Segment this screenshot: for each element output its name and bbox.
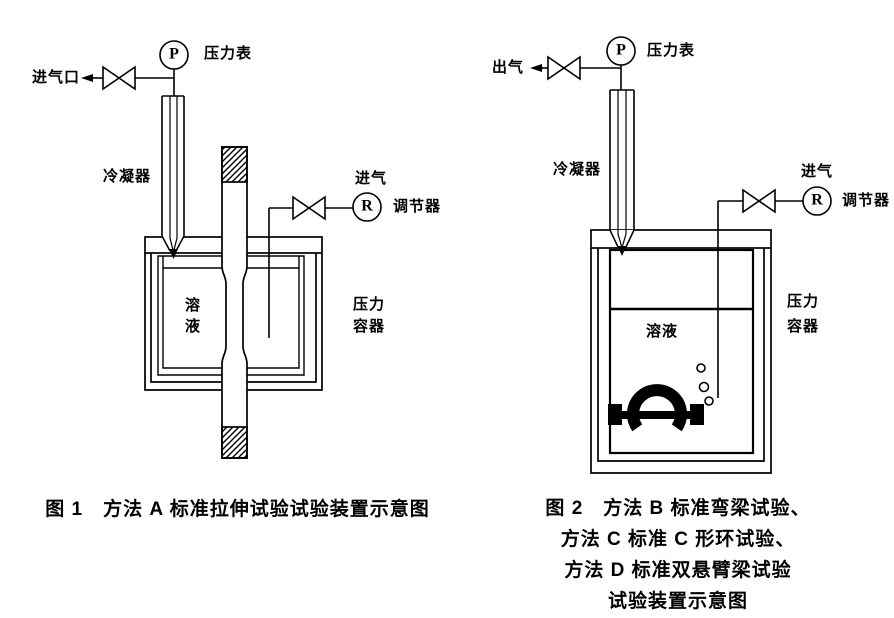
fig1-condenser-tip-arrow-icon — [169, 249, 178, 259]
fig2-outlet-arrow-icon — [530, 64, 542, 72]
fig2-gauge-letter: P — [616, 41, 626, 59]
fig2-caption-line: 试验装置示意图 — [607, 591, 748, 612]
fig2-label-pressure-vessel: 压力 — [787, 293, 820, 310]
fig1-specimen-lower-grip — [221, 426, 248, 459]
fig1-pressure-gauge-icon — [159, 40, 189, 70]
fig2-label-gas-inlet: 进气 — [801, 163, 834, 180]
fig2-condenser-tip-arrow-icon — [617, 246, 627, 256]
fig2-label-solution: 溶液 — [646, 323, 679, 340]
fig2-regulator-valve-icon — [757, 188, 776, 214]
fig1-regulator-plumbing — [269, 192, 382, 222]
fig2-solution-liner — [608, 248, 755, 455]
fig2-outlet-valve-icon — [547, 55, 566, 81]
fig1-apparatus — [81, 40, 382, 459]
fig1-label-pressure-vessel: 压力 — [353, 296, 386, 313]
fig2-bubbles — [696, 363, 714, 406]
fig2-pressure-gauge-icon — [606, 36, 636, 66]
fig1-regulator-letter: R — [361, 197, 373, 215]
fig2-regulator-valve-icon — [742, 188, 761, 214]
fig2-regulator-letter: R — [811, 191, 823, 209]
fig1-label-inlet-port: 进气口 — [32, 69, 81, 86]
fig2-regulator-plumbing — [717, 186, 832, 398]
fig1-solution-beaker — [157, 255, 305, 376]
fig2-caption-line: 方法 C 标准 C 形环试验、 — [560, 529, 796, 550]
fig2-label-regulator: 调节器 — [842, 192, 891, 209]
fig2-label-pressure-gauge: 压力表 — [647, 42, 696, 59]
fig2-cring-specimen — [608, 384, 704, 432]
fig2-apparatus — [530, 36, 832, 474]
fig1-label-pressure-gauge: 压力表 — [204, 45, 253, 62]
fig1-inlet-arrow-icon — [81, 74, 93, 82]
fig1-label-gas-inlet: 进气 — [355, 170, 388, 187]
fig2-caption-line: 图 2 方法 B 标准弯梁试验、 — [545, 498, 811, 519]
fig2-label-condenser: 冷凝器 — [553, 161, 602, 178]
fig1-inlet-plumbing — [81, 40, 189, 96]
fig1-caption: 图 1 方法 A 标准拉伸试验试验装置示意图 — [45, 499, 430, 520]
fig1-label-condenser: 冷凝器 — [103, 168, 152, 185]
fig1-inlet-valve-icon — [102, 65, 121, 91]
fig2-label-pressure-vessel: 容器 — [787, 318, 820, 335]
fig1-label-regulator: 调节器 — [393, 198, 442, 215]
fig1-label-pressure-vessel: 容器 — [353, 318, 386, 335]
fig1-tensile-specimen — [221, 146, 248, 459]
fig2-cring-bolt-head — [690, 404, 704, 425]
fig2-regulator-icon — [802, 186, 832, 216]
fig1-label-solution: 液 — [185, 318, 202, 335]
fig2-cring-bolt-head — [608, 404, 622, 425]
fig1-regulator-valve-icon — [292, 195, 311, 221]
fig2-caption-line: 方法 D 标准双悬臂梁试验 — [564, 560, 792, 581]
fig1-condenser — [161, 95, 185, 259]
fig1-regulator-valve-icon — [307, 195, 326, 221]
fig1-regulator-icon — [352, 192, 382, 222]
fig1-inlet-valve-icon — [117, 65, 136, 91]
fig1-label-solution: 溶 — [185, 297, 202, 314]
fig2-outlet-plumbing — [530, 36, 636, 90]
fig2-label-gas-outlet: 出气 — [492, 59, 525, 76]
fig2-cring-bolt — [612, 411, 700, 419]
fig1-specimen-upper-grip — [221, 146, 248, 183]
fig2-vessel-lid — [590, 229, 772, 249]
fig1-gauge-letter: P — [169, 45, 179, 63]
fig2-condenser — [609, 89, 635, 256]
fig2-outlet-valve-icon — [562, 55, 581, 81]
fig2-caption: 图 2 方法 B 标准弯梁试验、 方法 C 标准 C 形环试验、 方法 D 标准… — [518, 493, 838, 617]
fig2-pressure-vessel — [590, 248, 772, 474]
